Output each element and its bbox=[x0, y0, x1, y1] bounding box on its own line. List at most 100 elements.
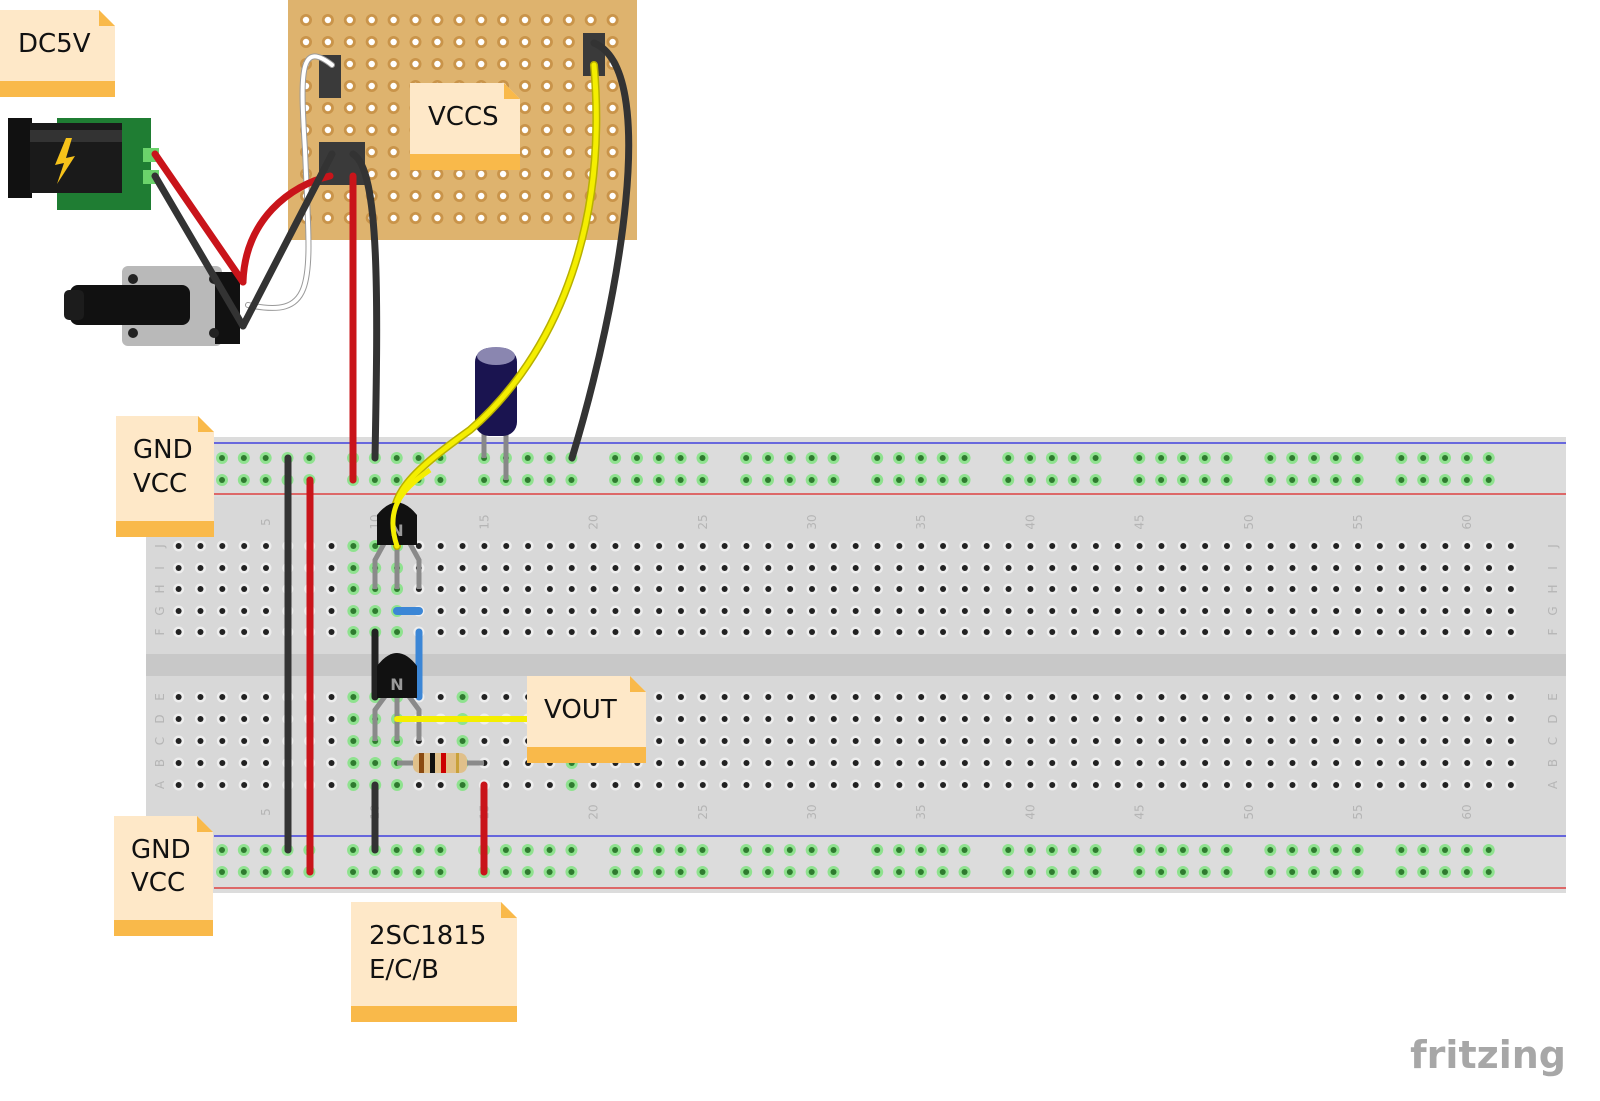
rail-hole-center bbox=[830, 869, 837, 875]
breadboard-hole-center bbox=[1202, 543, 1209, 549]
breadboard-hole-center bbox=[1223, 782, 1230, 788]
rail-hole-center bbox=[655, 847, 662, 853]
breadboard-hole-center bbox=[1398, 543, 1405, 549]
breadboard-hole-center bbox=[1223, 694, 1230, 700]
breadboard-hole-center bbox=[1049, 629, 1056, 635]
note-vout[interactable]: VOUT bbox=[527, 676, 646, 763]
breadboard-hole-center bbox=[1005, 738, 1012, 744]
breadboard-hole-center bbox=[721, 716, 728, 722]
breadboard-hole-center bbox=[1289, 782, 1296, 788]
rail-hole-center bbox=[219, 455, 225, 461]
rail-hole-center bbox=[917, 869, 924, 875]
rail-hole-center bbox=[896, 847, 903, 853]
note-dc5v[interactable]: DC5V bbox=[0, 10, 115, 97]
perfboard-hole-center bbox=[521, 126, 529, 134]
rail-hole-center bbox=[1485, 455, 1492, 461]
breadboard-hole-center bbox=[1049, 586, 1056, 592]
breadboard-hole-center bbox=[1267, 565, 1274, 571]
rail-hole-center bbox=[437, 847, 444, 853]
rail-hole-center bbox=[1005, 869, 1012, 875]
breadboard-hole-center bbox=[940, 629, 947, 635]
breadboard-hole-center bbox=[874, 716, 881, 722]
breadboard-hole-center bbox=[830, 782, 837, 788]
perfboard-hole-center bbox=[434, 170, 441, 178]
perfboard-hole-center bbox=[521, 16, 529, 24]
breadboard-hole-center bbox=[1027, 543, 1034, 549]
breadboard-hole-center bbox=[546, 629, 553, 635]
breadboard-hole-center bbox=[1486, 543, 1493, 549]
breadboard-hole-center bbox=[219, 629, 226, 635]
breadboard-hole-center bbox=[1267, 586, 1274, 592]
column-number: 50 bbox=[1242, 804, 1256, 819]
breadboard-hole-center bbox=[896, 782, 903, 788]
note-vccs[interactable]: VCCS bbox=[410, 83, 520, 170]
breadboard-hole-center bbox=[1267, 760, 1274, 766]
column-number: 45 bbox=[1133, 804, 1147, 819]
row-letter: F bbox=[1546, 628, 1560, 635]
rail-hole-center bbox=[612, 455, 619, 461]
breadboard-hole-center bbox=[350, 629, 357, 635]
breadboard-hole-center bbox=[568, 608, 575, 614]
header-2pin-white bbox=[319, 55, 341, 98]
breadboard-hole-center bbox=[721, 782, 728, 788]
rail-hole-center bbox=[808, 869, 815, 875]
breadboard-hole-center bbox=[1158, 738, 1165, 744]
breadboard-hole-center bbox=[1333, 586, 1340, 592]
perfboard-hole-center bbox=[478, 214, 485, 222]
breadboard-hole-center bbox=[830, 608, 837, 614]
breadboard-hole-center bbox=[459, 629, 466, 635]
breadboard-hole-center bbox=[1092, 586, 1099, 592]
breadboard-hole-center bbox=[241, 629, 248, 635]
perfboard-hole-center bbox=[521, 170, 529, 178]
rail-hole-center bbox=[743, 847, 750, 853]
breadboard-hole-center bbox=[1223, 543, 1230, 549]
rail-hole-center bbox=[437, 869, 444, 875]
breadboard-hole-center bbox=[809, 608, 815, 614]
rail-hole-center bbox=[1463, 869, 1470, 875]
breadboard-hole-center bbox=[1136, 782, 1143, 788]
breadboard-hole-center bbox=[328, 782, 335, 788]
rail-hole-center bbox=[524, 477, 531, 483]
breadboard-hole-center bbox=[656, 543, 663, 549]
breadboard-hole-center bbox=[1507, 716, 1514, 722]
rail-hole-center bbox=[655, 477, 662, 483]
breadboard-hole-center bbox=[503, 738, 510, 744]
breadboard-hole-center bbox=[1376, 543, 1383, 549]
breadboard-hole-center bbox=[677, 694, 684, 700]
breadboard-hole-center bbox=[1114, 760, 1121, 766]
resistor bbox=[397, 753, 484, 773]
rail-hole-center bbox=[1092, 847, 1099, 853]
perfboard-hole-center bbox=[521, 38, 529, 46]
breadboard-hole-center bbox=[394, 629, 401, 635]
breadboard-hole-center bbox=[1442, 543, 1449, 549]
breadboard-hole-center bbox=[1027, 608, 1034, 614]
column-number: 60 bbox=[1460, 514, 1474, 529]
breadboard-hole-center bbox=[983, 586, 990, 592]
breadboard-hole-center bbox=[787, 543, 794, 549]
row-letter: A bbox=[1546, 780, 1560, 789]
perfboard-hole-center bbox=[609, 104, 616, 112]
breadboard-hole-center bbox=[459, 782, 466, 788]
breadboard-hole-center bbox=[175, 565, 182, 571]
breadboard-hole-center bbox=[1289, 629, 1296, 635]
perfboard-hole-center bbox=[609, 38, 616, 46]
rail-hole-center bbox=[830, 847, 837, 853]
rail-hole-center bbox=[1442, 477, 1449, 483]
breadboard-hole-center bbox=[612, 608, 619, 614]
breadboard-hole-center bbox=[263, 716, 269, 722]
breadboard-hole-center bbox=[1158, 694, 1165, 700]
breadboard-hole-center bbox=[940, 760, 947, 766]
breadboard-hole-center bbox=[328, 543, 335, 549]
rail-hole-center bbox=[1485, 477, 1492, 483]
wire-red-jack bbox=[151, 150, 247, 286]
breadboard-hole-center bbox=[1245, 565, 1252, 571]
breadboard-hole-center bbox=[1092, 608, 1099, 614]
breadboard-hole-center bbox=[328, 608, 335, 614]
rail-hole-center bbox=[524, 869, 531, 875]
breadboard-hole-center bbox=[1027, 760, 1034, 766]
perfboard-hole-center bbox=[302, 16, 310, 24]
breadboard-hole-center bbox=[1180, 694, 1187, 700]
